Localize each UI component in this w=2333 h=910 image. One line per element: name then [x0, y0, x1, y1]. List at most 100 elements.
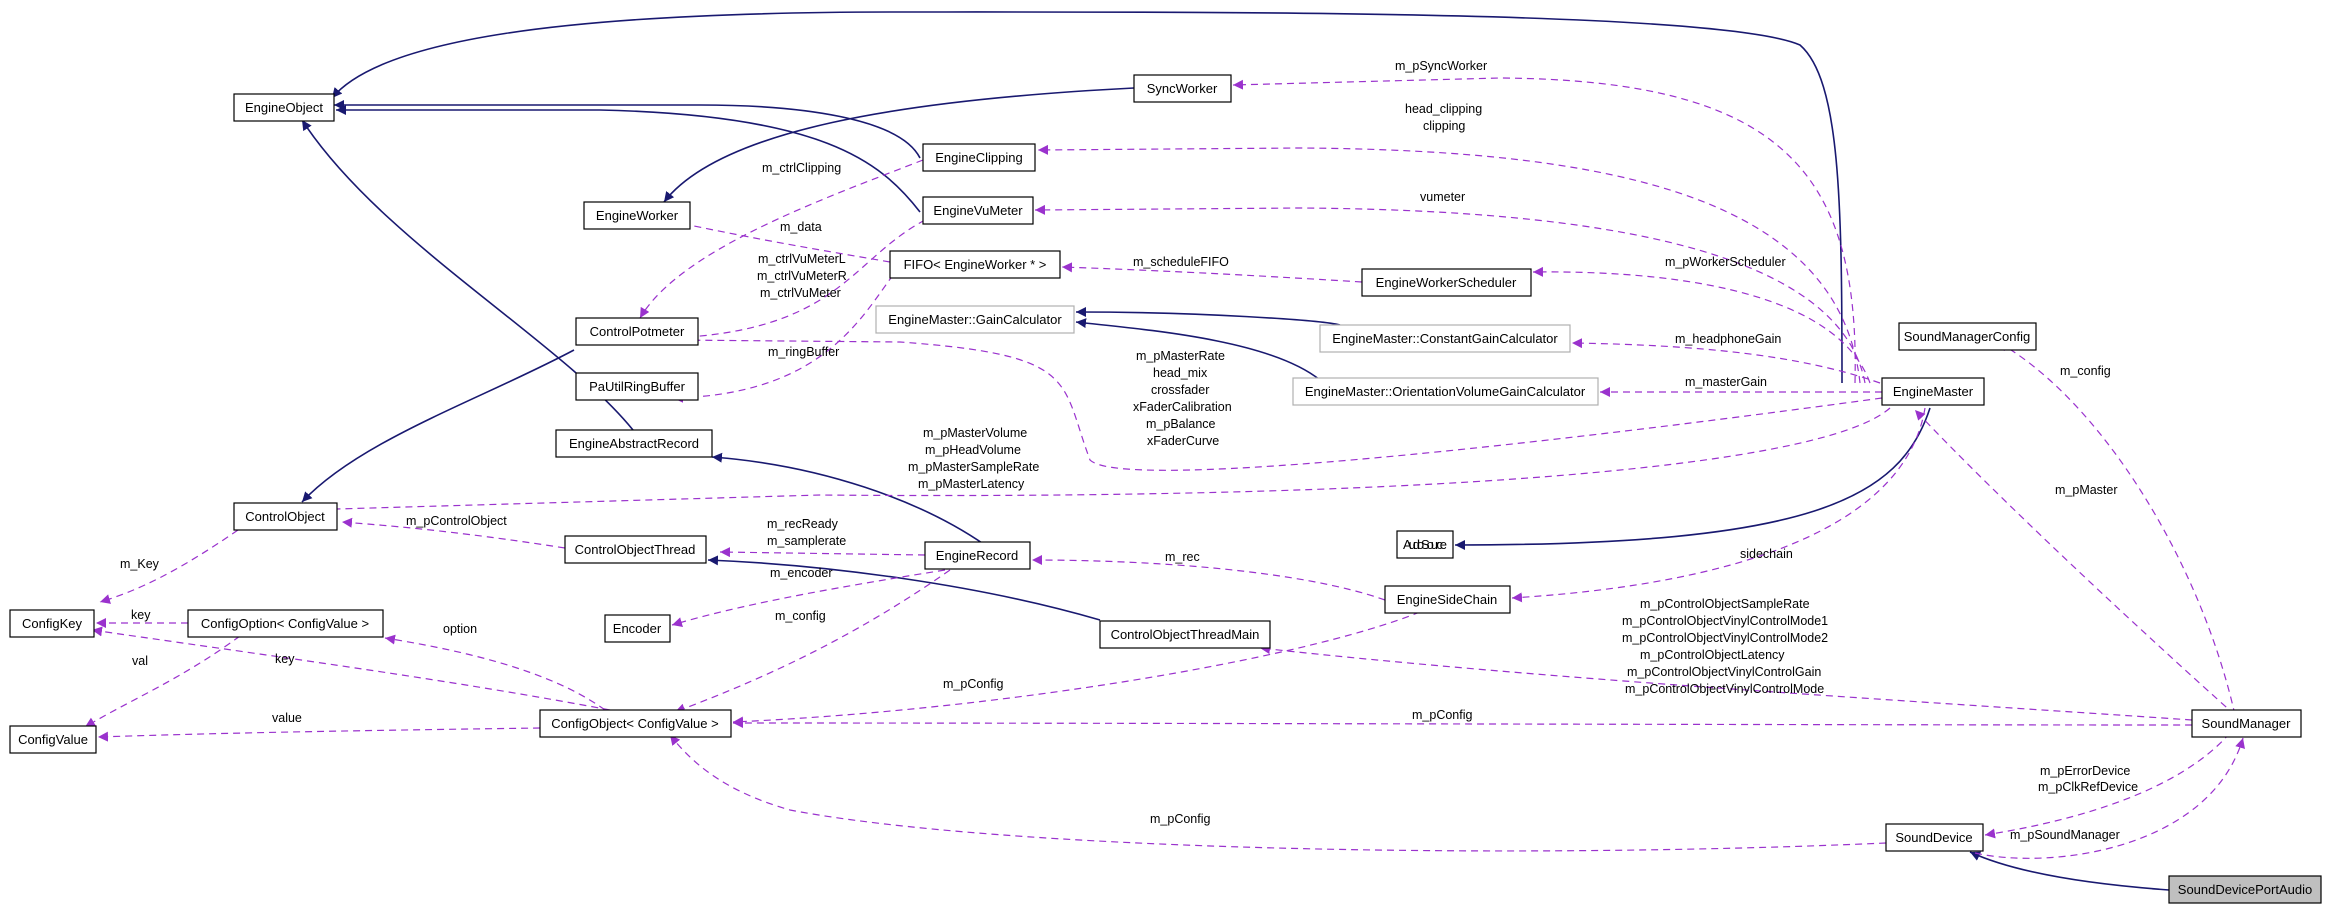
node-engineabstractrecord[interactable]: EngineAbstractRecord	[555, 429, 713, 458]
label-val: val	[132, 654, 148, 668]
label-m-ctrlclipping: m_ctrlClipping	[762, 161, 841, 175]
edge-enginemaster-to-engineobject	[331, 11, 1843, 384]
label-m-samplerate: m_samplerate	[767, 534, 846, 548]
node-sounddeviceportaudio[interactable]: SoundDevicePortAudio	[2168, 875, 2322, 904]
node-sounddeviceportaudio-label: SoundDevicePortAudio	[2178, 882, 2312, 897]
label-m-psoundmanager: m_pSoundManager	[2010, 828, 2120, 842]
node-encoder[interactable]: Encoder	[604, 614, 671, 643]
edge-pcontrolobject-usage	[341, 517, 566, 549]
node-engineworker[interactable]: EngineWorker	[583, 201, 691, 230]
node-configkey[interactable]: ConfigKey	[9, 609, 95, 638]
edge-enginerecord-to-engineabstractrecord	[711, 452, 986, 546]
node-enginesidechain[interactable]: EngineSideChain	[1384, 585, 1511, 614]
node-gaincalculator-label: EngineMaster::GainCalculator	[888, 312, 1062, 327]
node-enginemaster[interactable]: EngineMaster	[1881, 377, 1985, 406]
label-key-configobject: key	[275, 652, 295, 666]
node-enginemaster-label: EngineMaster	[1893, 384, 1974, 399]
edge-pmaster-usage	[1914, 409, 2236, 716]
label-option: option	[443, 622, 477, 636]
edge-controlpotmeter-to-controlobject	[301, 349, 575, 503]
node-syncworker-label: SyncWorker	[1147, 81, 1218, 96]
node-fifo-engineworker[interactable]: FIFO< EngineWorker * >	[889, 250, 1061, 279]
node-controlobject[interactable]: ControlObject	[233, 502, 338, 531]
edge-masterrate-usage	[672, 335, 1883, 471]
label-xfadercurve: xFaderCurve	[1147, 434, 1219, 448]
node-controlobjectthread-label: ControlObjectThread	[575, 542, 696, 557]
label-m-pmasterrate: m_pMasterRate	[1136, 349, 1225, 363]
node-engineworkerscheduler-label: EngineWorkerScheduler	[1376, 275, 1517, 290]
node-controlobjectthreadmain[interactable]: ControlObjectThreadMain	[1099, 620, 1271, 649]
edge-mkey-usage	[99, 529, 239, 604]
label-m-pcontrolobjectvinylcontrolmode: m_pControlObjectVinylControlMode	[1625, 682, 1824, 696]
node-enginevumeter-label: EngineVuMeter	[933, 203, 1023, 218]
label-m-ringbuffer: m_ringBuffer	[768, 345, 839, 359]
label-m-pconfig-sidechain: m_pConfig	[943, 677, 1003, 691]
label-m-pcontrolobjectvinylcontrolmode2: m_pControlObjectVinylControlMode2	[1622, 631, 1828, 645]
edge-pconfig2-usage	[732, 718, 2193, 729]
node-configvalue[interactable]: ConfigValue	[9, 725, 97, 754]
label-clipping: clipping	[1423, 119, 1465, 133]
node-audiosource[interactable]: AudioSource	[1396, 530, 1454, 559]
node-engineworkerscheduler[interactable]: EngineWorkerScheduler	[1361, 268, 1532, 297]
label-m-pmastersamplerate: m_pMasterSampleRate	[908, 460, 1039, 474]
node-controlpotmeter[interactable]: ControlPotmeter	[575, 317, 699, 346]
node-enginevumeter[interactable]: EngineVuMeter	[922, 196, 1034, 225]
label-m-config-soundmanager: m_config	[2060, 364, 2111, 378]
node-enginesidechain-label: EngineSideChain	[1397, 592, 1497, 607]
label-m-pcontrolobjectsamplerate: m_pControlObjectSampleRate	[1640, 597, 1810, 611]
node-soundmanager-label: SoundManager	[2202, 716, 2292, 731]
edge-enginevumeter-to-engineobject	[336, 105, 921, 213]
node-engineworker-label: EngineWorker	[596, 208, 679, 223]
node-controlobjectthread[interactable]: ControlObjectThread	[564, 535, 707, 564]
label-m-pcontrolobjectvinylcontrolmode1: m_pControlObjectVinylControlMode1	[1622, 614, 1828, 628]
node-fifo-engineworker-label: FIFO< EngineWorker * >	[904, 257, 1047, 272]
edge-config-record-usage	[674, 569, 951, 714]
node-configoption[interactable]: ConfigOption< ConfigValue >	[187, 609, 384, 638]
node-pautilringbuffer[interactable]: PaUtilRingBuffer	[575, 372, 699, 401]
nodes: EngineObject SyncWorker EngineClipping E…	[9, 74, 2322, 904]
label-m-pcontrolobjectlatency: m_pControlObjectLatency	[1640, 648, 1785, 662]
label-m-pheadvolume: m_pHeadVolume	[925, 443, 1021, 457]
node-engineobject[interactable]: EngineObject	[233, 93, 335, 122]
label-m-config-record: m_config	[775, 609, 826, 623]
node-soundmanagerconfig[interactable]: SoundManagerConfig	[1898, 322, 2037, 351]
edge-syncworker-usage	[1232, 77, 1856, 384]
label-m-pmastervolume: m_pMasterVolume	[923, 426, 1027, 440]
label-m-key: m_Key	[120, 557, 160, 571]
edge-constantgain-to-gaincalculator	[1075, 307, 1341, 326]
label-m-rec: m_rec	[1165, 550, 1200, 564]
node-syncworker[interactable]: SyncWorker	[1133, 74, 1232, 103]
node-controlpotmeter-label: ControlPotmeter	[590, 324, 685, 339]
node-constantgaincalculator[interactable]: EngineMaster::ConstantGainCalculator	[1319, 324, 1571, 353]
node-gaincalculator[interactable]: EngineMaster::GainCalculator	[875, 305, 1075, 334]
node-orientationvolumegaincalculator-label: EngineMaster::OrientationVolumeGainCalcu…	[1305, 384, 1586, 399]
edge-controlobjectthreadmain-to-controlobjectthread	[707, 555, 1101, 621]
label-m-recready: m_recReady	[767, 517, 839, 531]
label-xfadercalibration: xFaderCalibration	[1133, 400, 1232, 414]
node-soundmanagerconfig-label: SoundManagerConfig	[1904, 329, 2030, 344]
node-engineclipping-label: EngineClipping	[935, 150, 1022, 165]
label-m-pbalance: m_pBalance	[1146, 417, 1216, 431]
node-engineclipping[interactable]: EngineClipping	[922, 143, 1036, 172]
label-head-mix: head_mix	[1153, 366, 1208, 380]
node-configobject[interactable]: ConfigObject< ConfigValue >	[539, 709, 732, 738]
edge-option-usage	[384, 634, 606, 711]
node-controlobjectthreadmain-label: ControlObjectThreadMain	[1111, 627, 1260, 642]
edge-errordevice-usage	[1984, 732, 2231, 839]
edge-sounddeviceportaudio-to-sounddevice	[1969, 851, 2170, 891]
node-sounddevice[interactable]: SoundDevice	[1885, 823, 1984, 852]
edge-recready-usage	[719, 547, 926, 558]
edge-orientationgain-to-gaincalculator	[1075, 318, 1321, 381]
node-soundmanager[interactable]: SoundManager	[2191, 709, 2302, 738]
node-enginerecord[interactable]: EngineRecord	[924, 541, 1031, 570]
node-configoption-label: ConfigOption< ConfigValue >	[201, 616, 369, 631]
edge-rec-usage	[1031, 555, 1386, 601]
node-encoder-label: Encoder	[613, 621, 662, 636]
node-orientationvolumegaincalculator[interactable]: EngineMaster::OrientationVolumeGainCalcu…	[1292, 377, 1599, 406]
edge-sidechain-usage	[1511, 407, 1926, 603]
label-m-data: m_data	[780, 220, 822, 234]
node-configobject-label: ConfigObject< ConfigValue >	[551, 716, 718, 731]
label-m-pmasterlatency: m_pMasterLatency	[918, 477, 1025, 491]
label-sidechain: sidechain	[1740, 547, 1793, 561]
